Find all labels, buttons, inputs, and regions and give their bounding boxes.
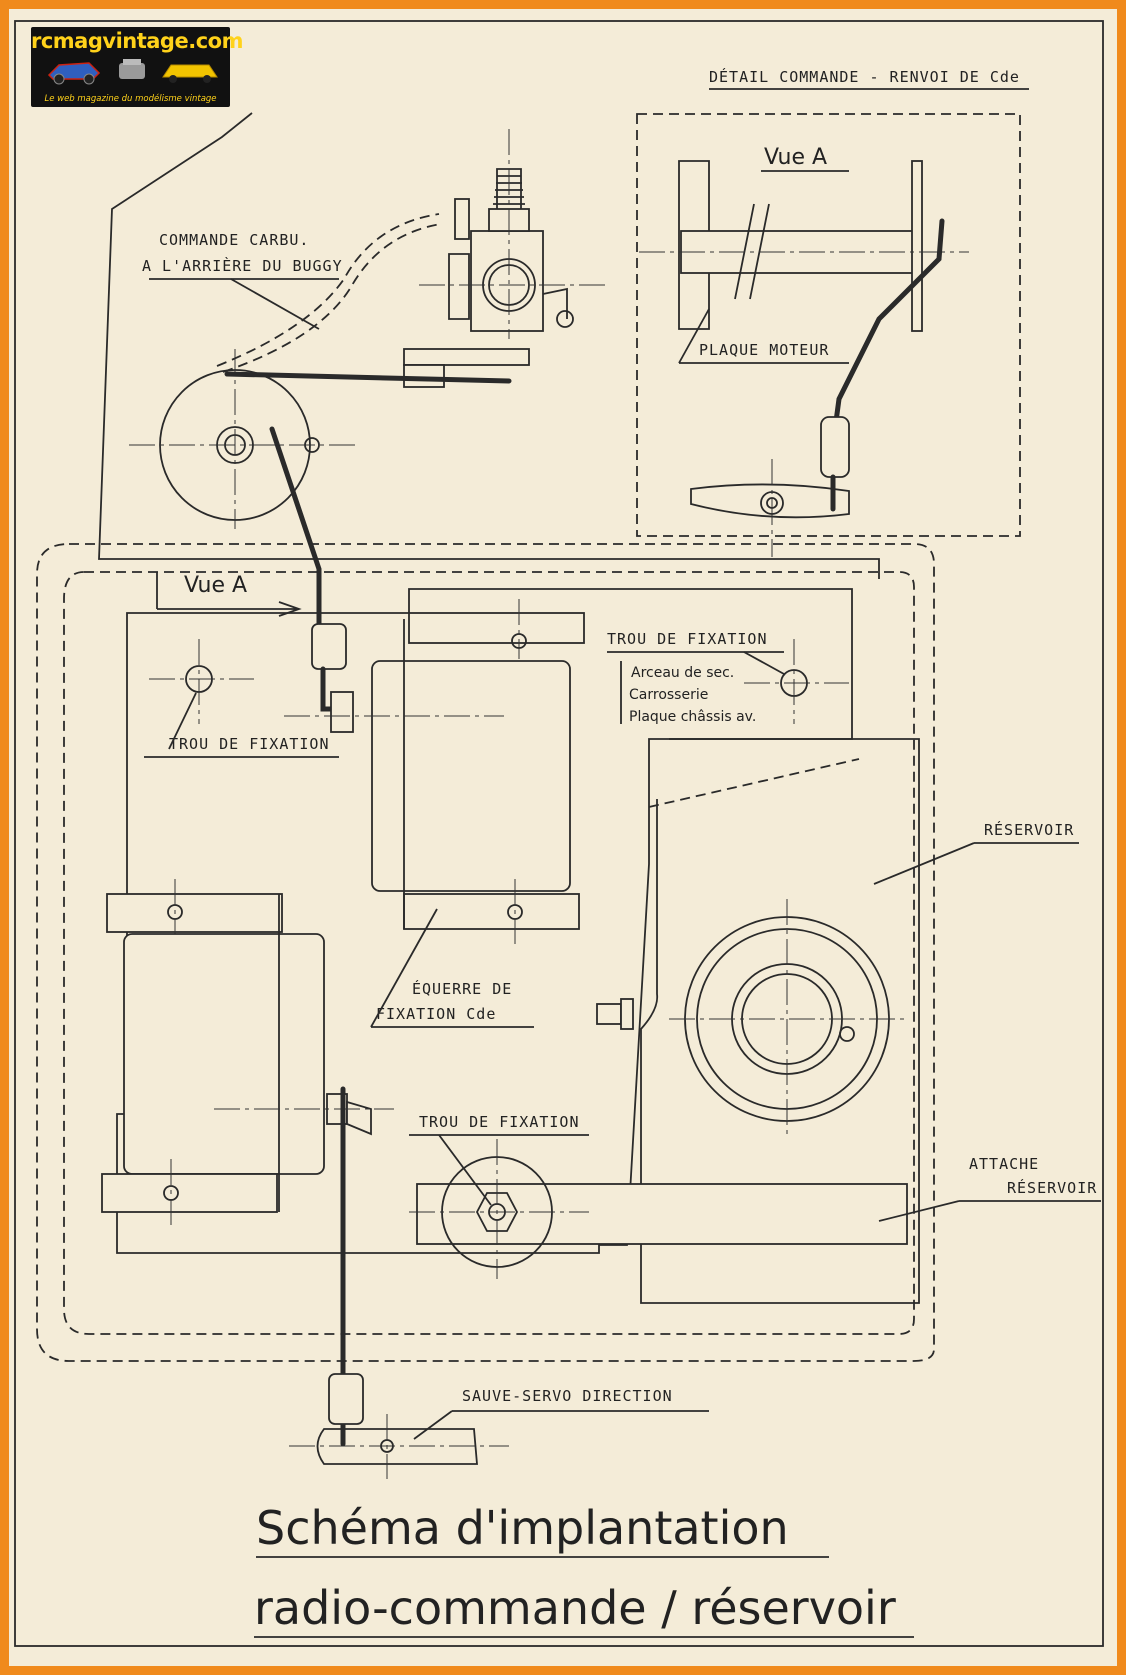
rear-outline	[98, 112, 880, 579]
label-plaque-moteur: PLAQUE MOTEUR	[699, 341, 829, 359]
carburetor	[403, 129, 609, 388]
tank-strap: TROU DE FIXATION ATTACHE RÉSERVOIR	[409, 1113, 1101, 1279]
radio-plate	[116, 588, 853, 1254]
steering-servo	[101, 879, 394, 1447]
label-reservoir: RÉSERVOIR	[984, 820, 1074, 839]
technical-schematic: DÉTAIL COMMANDE - RENVOI DE Cde	[14, 20, 1104, 1647]
label-sauve-servo: SAUVE-SERVO DIRECTION	[462, 1387, 673, 1405]
label-attache-2: RÉSERVOIR	[1007, 1178, 1097, 1197]
label-arceau: Arceau de sec.	[631, 665, 734, 681]
label-commande-carbu-1: COMMANDE CARBU.	[159, 231, 309, 249]
logo-cars-icon	[47, 59, 218, 85]
title-line-1: Schéma d'implantation	[256, 1501, 789, 1555]
mounting-hole-left: TROU DE FIXATION	[144, 639, 339, 758]
label-vue-a-main: Vue A	[184, 573, 247, 598]
throttle-servo	[284, 599, 585, 944]
detail-header: DÉTAIL COMMANDE - RENVOI DE Cde	[709, 67, 1020, 86]
label-equerre-2: FIXATION Cde	[376, 1005, 496, 1023]
label-vue-a-detail: Vue A	[764, 145, 827, 170]
label-trou-fixation-bottom: TROU DE FIXATION	[419, 1113, 580, 1131]
title-line-2: radio-commande / réservoir	[254, 1581, 896, 1635]
detail-box: Vue A PLAQUE MOTEUR	[636, 113, 1021, 557]
sauve-servo: SAUVE-SERVO DIRECTION	[289, 1373, 709, 1479]
fuel-tank: RÉSERVOIR	[596, 738, 1079, 1304]
label-attache-1: ATTACHE	[969, 1155, 1039, 1173]
label-equerre-1: ÉQUERRE DE	[412, 979, 512, 998]
drawing-border	[14, 20, 1104, 1647]
chassis-outline-outer	[36, 543, 935, 1362]
label-commande-carbu-2: A L'ARRIÈRE DU BUGGY	[142, 256, 343, 275]
label-plaque-chassis: Plaque châssis av.	[629, 709, 756, 725]
logo-brand: rcmagvintage.com	[31, 29, 243, 53]
label-trou-fixation-left: TROU DE FIXATION	[169, 735, 330, 753]
servo-wheel	[129, 349, 512, 627]
site-logo[interactable]: rcmagvintage.com Le web magazine du modé…	[31, 27, 243, 107]
mounting-hole-right: TROU DE FIXATION Arceau de sec. Carrosse…	[607, 630, 849, 725]
label-trou-fixation-top: TROU DE FIXATION	[607, 630, 768, 648]
label-carrosserie: Carrosserie	[629, 687, 708, 703]
logo-tagline: Le web magazine du modélisme vintage	[44, 94, 217, 104]
